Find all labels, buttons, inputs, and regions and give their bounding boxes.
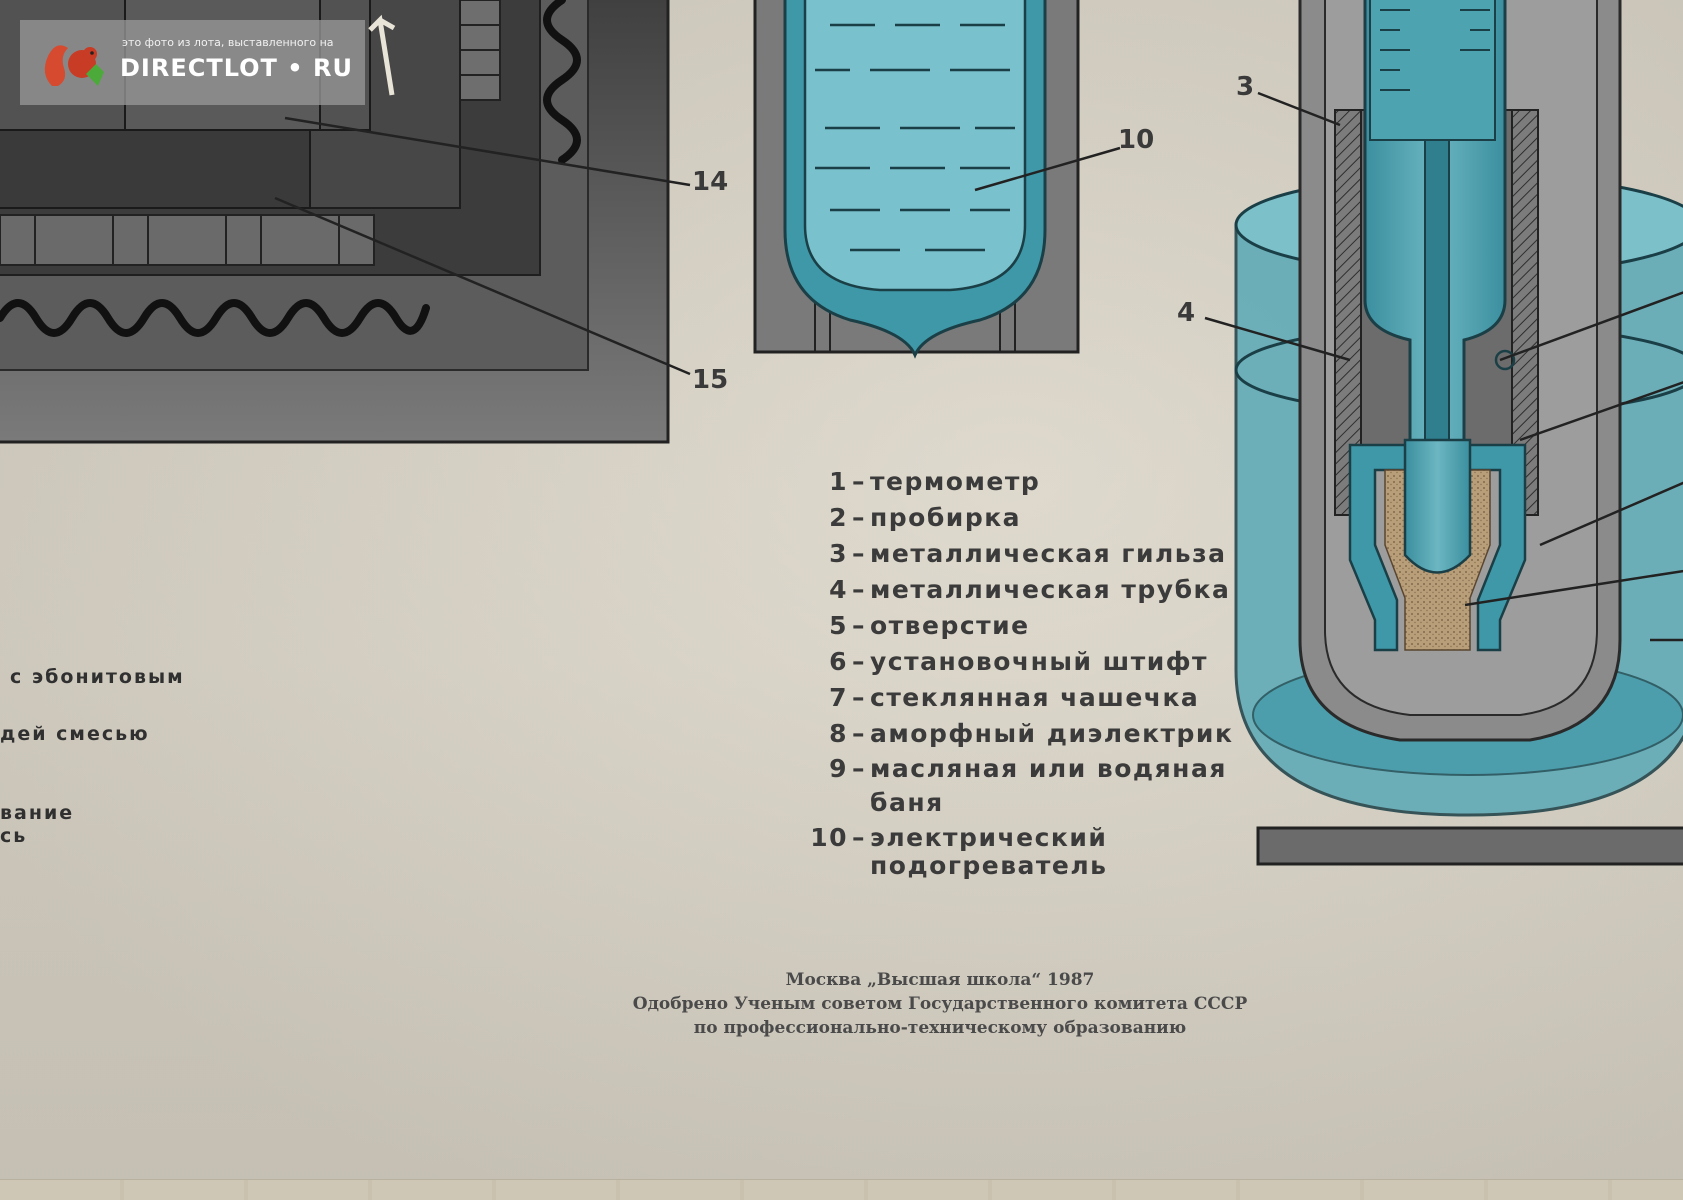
hole-icon <box>1494 349 1516 371</box>
legend-item: 3– металлическая гильза <box>829 539 1227 568</box>
watermark-brand: DIRECTLOT • RU <box>120 54 353 82</box>
heater-base-plate <box>1256 826 1683 866</box>
imprint-line-3: по профессионально-техническому образова… <box>693 1018 1187 1038</box>
legend-item: 6– установочный штифт <box>829 647 1209 676</box>
tube-liquid <box>803 0 1027 292</box>
legend-item: 5– отверстие <box>829 611 1030 640</box>
liquid-level-lines <box>815 23 1015 252</box>
heating-coil-bottom <box>0 299 430 337</box>
label-10: 10 <box>1118 125 1155 155</box>
legend-item: 7– стеклянная чашечка <box>829 683 1200 712</box>
left-text-line-2: дей смесью <box>0 723 150 745</box>
squirrel-logo-icon <box>44 45 104 86</box>
apparatus-diagram <box>1204 0 1683 866</box>
left-text-line-3: вание <box>0 802 75 824</box>
legend-item: 1– термометр <box>829 467 1041 496</box>
label-4: 4 <box>1177 298 1196 328</box>
watermark-caption: это фото из лота, выставленного на <box>122 36 334 49</box>
legend-item: 8– аморфный диэлектрик <box>829 719 1234 748</box>
furnace-inner-box <box>0 119 311 209</box>
test-tube-diagram <box>753 0 1121 359</box>
imprint-line-1: Москва „Высшая школа“ 1987 <box>785 970 1095 990</box>
label-14: 14 <box>692 167 729 197</box>
legend-item: 4– металлическая трубка <box>829 575 1231 604</box>
imprint-line-2: Одобрено Ученым советом Государственного… <box>632 994 1248 1014</box>
glass-cup <box>1348 443 1527 652</box>
legend-list: 1– термометр 2– пробирка 3– металлическа… <box>810 464 1258 880</box>
label-15: 15 <box>692 365 729 395</box>
legend-item: 2– пробирка <box>829 503 1022 532</box>
arrow-up-icon <box>368 14 396 96</box>
label-3: 3 <box>1236 72 1255 102</box>
watermark-banner: это фото из лота, выставленного на DIREC… <box>20 20 365 105</box>
legend-item: 9– масляная или водяная баня <box>829 754 1227 817</box>
left-text-line-1: с эбонитовым <box>10 666 185 688</box>
brick-row <box>0 214 375 266</box>
heating-coil-side <box>543 0 581 164</box>
left-text-line-4: сь <box>0 825 28 847</box>
legend-item: 10– электрический подогреватель <box>810 823 1108 880</box>
table-edge-strip <box>0 1179 1683 1200</box>
publisher-imprint: Москва „Высшая школа“ 1987 Одобрено Учен… <box>600 968 1280 1040</box>
